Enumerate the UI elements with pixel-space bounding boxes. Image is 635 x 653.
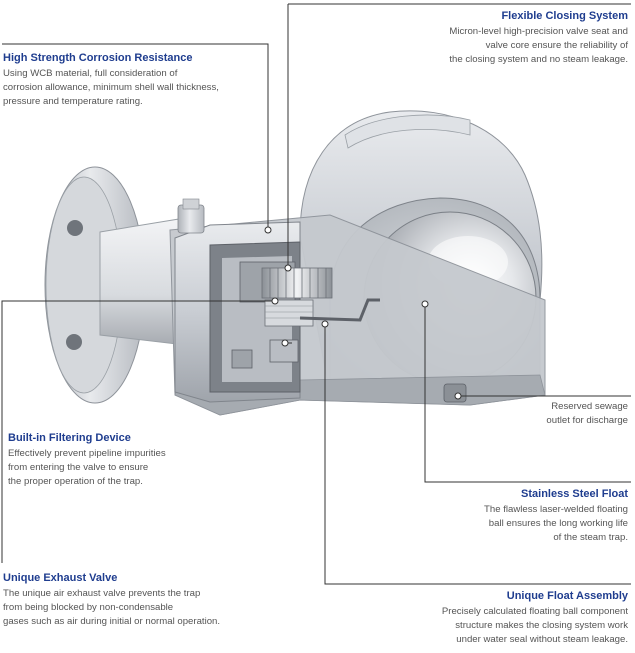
callout-line: outlet for discharge	[546, 415, 628, 426]
callout-line: from entering the valve to ensure	[8, 462, 149, 473]
callout-line: gases such as air during initial or norm…	[3, 616, 221, 627]
callout-float-assembly: Unique Float Assembly Precisely calculat…	[442, 590, 628, 647]
callout-title: Stainless Steel Float	[521, 488, 628, 500]
callout-exhaust-valve: Unique Exhaust Valve The unique air exha…	[3, 572, 220, 629]
spring-coils	[269, 268, 327, 298]
callout-line: structure makes the closing system work	[455, 620, 628, 631]
callout-line: of the steam trap.	[553, 532, 628, 543]
callout-line: Micron-level high-precision valve seat a…	[449, 26, 628, 37]
callout-line: the closing system and no steam leakage.	[449, 54, 628, 65]
exhaust-valve-part	[231, 349, 253, 369]
callout-line: corrosion allowance, minimum shell wall …	[3, 82, 219, 93]
callout-title: Flexible Closing System	[501, 10, 628, 22]
callout-title: High Strength Corrosion Resistance	[3, 52, 193, 64]
callout-line: The flawless laser-welded floating	[484, 504, 628, 515]
leader-filtering	[1, 300, 275, 563]
callout-line: Precisely calculated floating ball compo…	[441, 606, 628, 617]
flange-bolt-hole	[67, 220, 83, 236]
callout-filtering: Built-in Filtering Device Effectively pr…	[8, 432, 166, 489]
callout-title: Built-in Filtering Device	[8, 432, 131, 444]
callout-body: Micron-level high-precision valve seat a…	[449, 25, 628, 67]
callout-line: Effectively prevent pipeline impurities	[8, 448, 166, 459]
callout-high-strength: High Strength Corrosion Resistance Using…	[3, 52, 219, 109]
leader-dots	[264, 226, 462, 400]
valve-spring	[261, 267, 333, 299]
callout-body: Using WCB material, full consideration o…	[3, 67, 219, 109]
callout-line: ball ensures the long working life	[488, 518, 628, 529]
filter-screen	[264, 299, 314, 327]
callout-line: Using WCB material, full consideration o…	[3, 68, 178, 79]
leader-lines	[1, 3, 631, 585]
float-lever-arm	[299, 298, 380, 322]
callout-body: Reserved sewage outlet for discharge	[546, 400, 628, 428]
callout-flexible-closing: Flexible Closing System Micron-level hig…	[449, 10, 628, 67]
callout-stainless-float: Stainless Steel Float The flawless laser…	[484, 488, 628, 545]
callout-line: the proper operation of the trap.	[8, 476, 143, 487]
callout-line: valve core ensure the reliability of	[485, 40, 628, 51]
leader-float-assembly	[324, 324, 631, 585]
callout-title: Unique Exhaust Valve	[3, 572, 118, 584]
cover-bolt-head	[182, 198, 200, 210]
body-dome-cap	[344, 114, 471, 149]
callout-body: Effectively prevent pipeline impurities …	[8, 447, 166, 489]
callout-line: under water seal without steam leakage.	[456, 634, 628, 645]
callout-body: The unique air exhaust valve prevents th…	[3, 587, 220, 629]
callout-line: pressure and temperature rating.	[3, 96, 143, 107]
callout-title: Unique Float Assembly	[506, 590, 628, 602]
callout-sewage: Reserved sewage outlet for discharge	[546, 400, 628, 428]
callout-line: The unique air exhaust valve prevents th…	[3, 588, 201, 599]
flange-bolt-hole	[66, 334, 82, 350]
callout-line: from being blocked by non-condensable	[3, 602, 174, 613]
callout-body: The flawless laser-welded floating ball …	[484, 503, 628, 545]
callout-body: Precisely calculated floating ball compo…	[442, 605, 628, 647]
leader-high-strength	[2, 43, 269, 230]
callout-line: Reserved sewage	[551, 401, 628, 412]
leader-stainless-float	[424, 304, 631, 483]
drain-plug	[443, 383, 467, 403]
